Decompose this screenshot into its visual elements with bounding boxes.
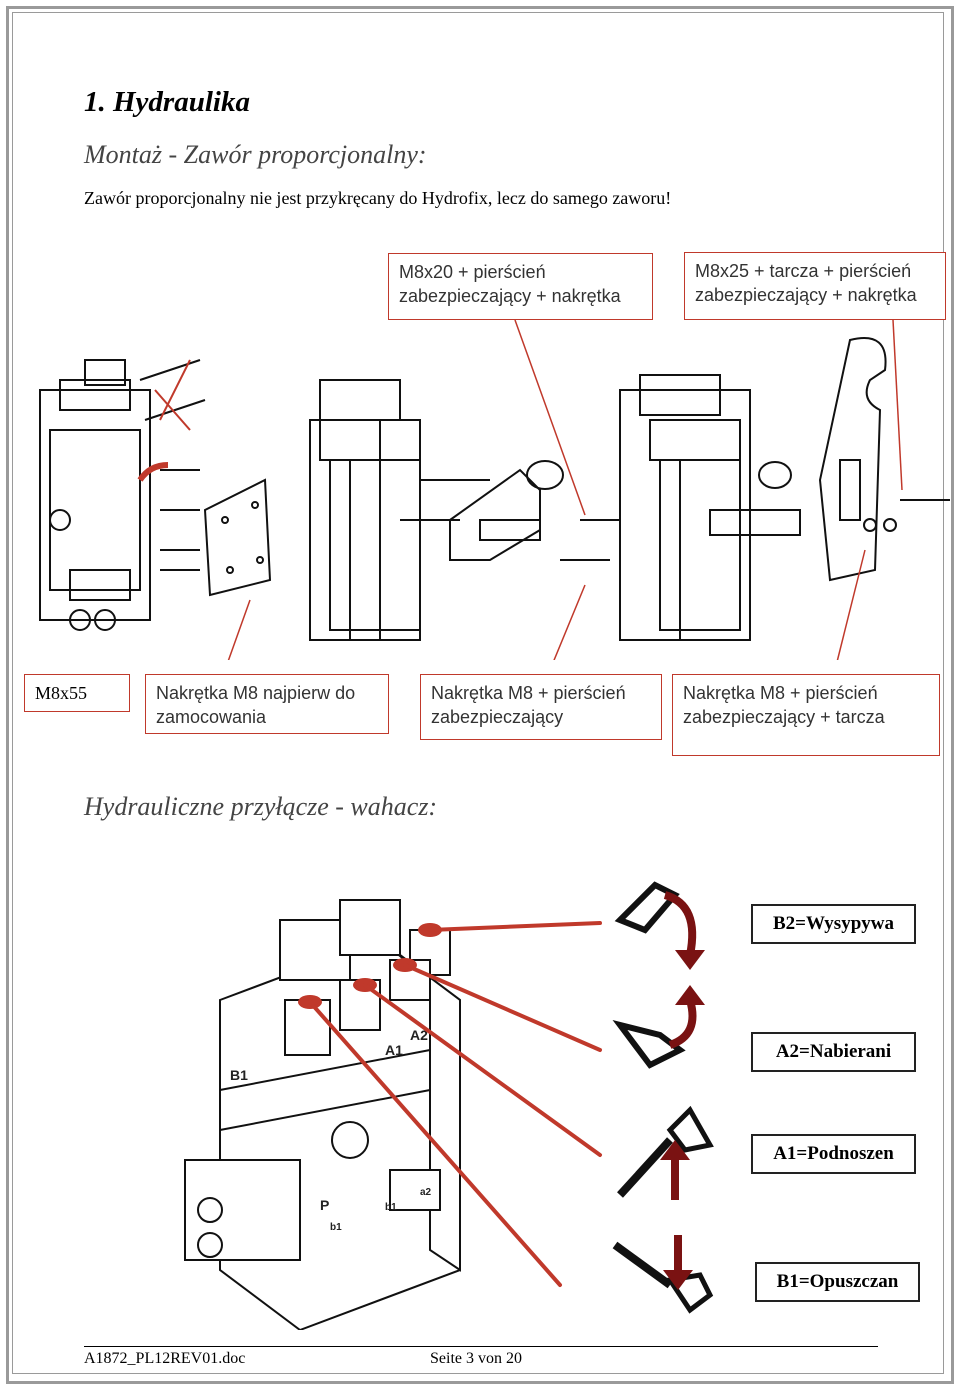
callout-line: Nakrętka M8 + pierścień (431, 683, 626, 703)
legend-b1: B1=Opuszczan (755, 1262, 920, 1302)
dump-bucket-icon (614, 881, 705, 970)
section-title-hydraulic: Hydrauliczne przyłącze - wahacz: (84, 792, 438, 821)
hydraulic-block-drawing: B1 A1 A2 P b1 b1 a2 (184, 899, 461, 1330)
callout-line: zabezpieczający + nakrętka (695, 285, 917, 305)
page-frame-inner (12, 12, 944, 1374)
valve-assembly-drawing (39, 320, 950, 660)
lift-arm-icon (617, 1105, 714, 1200)
port-label-b1-small: b1 (330, 1222, 342, 1233)
footer-page-number: Seite 3 von 20 (430, 1350, 522, 1367)
callout-line: zamocowania (156, 707, 267, 727)
section-title-valve: Montaż - Zawór proporcjonalny: (84, 140, 427, 169)
legend-a2: A2=Nabierani (751, 1032, 916, 1072)
callout-line: M8x55 (35, 683, 88, 703)
legend-b2: B2=Wysypywa (751, 904, 916, 944)
callout-nut-first: Nakrętka M8 najpierw do zamocowania (145, 674, 389, 734)
lower-arm-icon (612, 1235, 714, 1314)
legend-a1: A1=Podnoszen (751, 1134, 916, 1174)
callout-line: Nakrętka M8 najpierw do (156, 683, 356, 703)
port-label-b1: B1 (230, 1067, 248, 1083)
callout-line: M8x25 + tarcza + pierścień (695, 261, 912, 281)
callout-line: zabezpieczający + nakrętka (399, 286, 621, 306)
callout-nut-ring-washer: Nakrętka M8 + pierścień zabezpieczający … (672, 674, 940, 756)
callout-line: zabezpieczający (431, 707, 564, 727)
footer-rule (84, 1346, 878, 1347)
port-label-b1-small-2: b1 (385, 1202, 397, 1213)
port-label-a2: A2 (410, 1027, 428, 1043)
callout-line: Nakrętka M8 + pierścień (683, 683, 878, 703)
callout-bolt-m8x20: M8x20 + pierścień zabezpieczający + nakr… (388, 253, 653, 320)
callout-line: zabezpieczający + tarcza (683, 707, 885, 727)
callout-bolt-m8x25: M8x25 + tarcza + pierścień zabezpieczają… (684, 252, 946, 320)
valve-note: Zawór proporcjonalny nie jest przykręcan… (84, 188, 672, 208)
port-label-a2-small: a2 (420, 1187, 432, 1198)
footer-doc-name: A1872_PL12REV01.doc (84, 1350, 246, 1367)
scoop-bucket-icon (612, 985, 705, 1069)
callout-nut-ring: Nakrętka M8 + pierścień zabezpieczający (420, 674, 662, 740)
page-frame-outer (6, 6, 954, 1384)
page-heading: 1. Hydraulika (84, 86, 250, 118)
callout-line: M8x20 + pierścień (399, 262, 546, 282)
callout-bolt-m8x55: M8x55 (24, 674, 130, 712)
port-label-a1: A1 (385, 1042, 403, 1058)
port-label-p: P (320, 1197, 329, 1213)
